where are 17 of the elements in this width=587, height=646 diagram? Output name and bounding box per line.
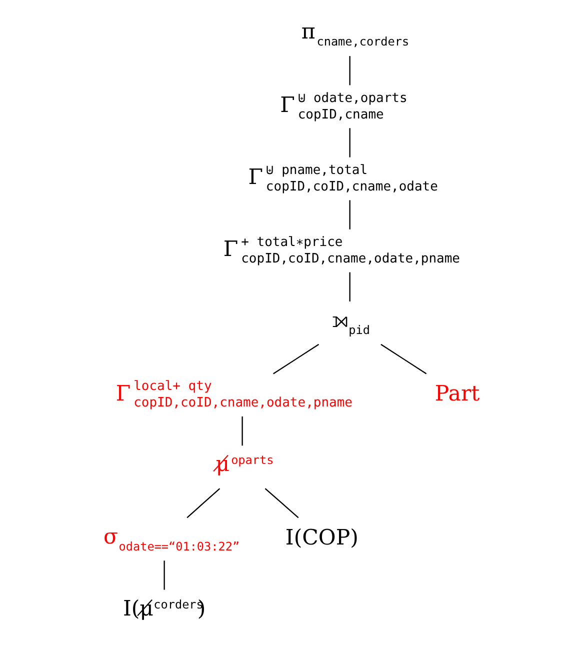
node-text: π$_{cname,corders}$ — [300, 20, 409, 49]
connector — [272, 344, 319, 374]
connector — [163, 560, 164, 590]
node-text: ⟕$_{pid}$ — [332, 308, 370, 338]
node-text: Part — [434, 381, 480, 406]
connector — [264, 488, 298, 518]
connector — [348, 128, 350, 158]
connector — [348, 272, 350, 302]
connector — [241, 416, 242, 446]
node-text: σ$_{odate==“01:03:22”}$ — [102, 524, 240, 554]
connector — [348, 200, 350, 230]
node-text: I(COP) — [284, 525, 358, 550]
connector — [348, 56, 350, 86]
connector — [186, 488, 220, 518]
node-text: μ̸$^{oparts}$ — [215, 452, 274, 478]
connector — [380, 344, 426, 374]
node-text: I(μ̸$^{corders}$) — [122, 596, 206, 622]
